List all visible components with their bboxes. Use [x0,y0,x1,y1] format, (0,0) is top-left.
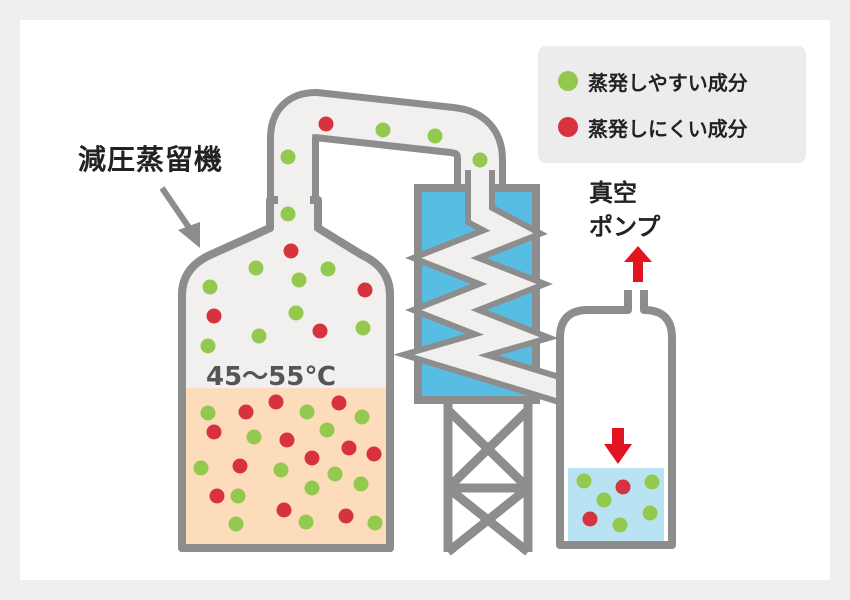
volatile-particle [273,462,289,478]
temperature-label: 45〜55℃ [206,362,336,392]
volatile-particle [200,405,216,421]
nonvolatile-particle [206,424,222,440]
volatile-particle [304,480,320,496]
volatile-particle [248,260,264,276]
nonvolatile-particle [279,432,295,448]
legend-label: 蒸発しにくい成分 [588,116,748,141]
nonvolatile-particle [366,446,382,462]
drip-arrow-icon [604,428,632,464]
condenser-coil [393,170,631,430]
volatile-particle [280,149,296,165]
volatile-particle [319,422,335,438]
pump-arrow-icon [624,246,652,282]
legend-item-nonvolatile: 蒸発しにくい成分 [558,112,748,142]
nonvolatile-particle [238,404,254,420]
nonvolatile-particle [357,282,373,298]
particles [193,116,660,533]
volatile-particle [299,404,315,420]
volatile-particle [576,473,592,489]
volatile-particle [193,460,209,476]
nonvolatile-particle [582,511,598,527]
nonvolatile-particle [276,502,292,518]
volatile-particle [200,338,216,354]
legend-item-volatile: 蒸発しやすい成分 [558,66,748,96]
volatile-particle [355,320,371,336]
volatile-particle [472,152,488,168]
volatile-particle [596,492,612,508]
nonvolatile-particle [232,458,248,474]
volatile-particle [291,272,307,288]
volatile-particle [230,488,246,504]
vapor-pipe [267,89,506,235]
legend: 蒸発しやすい成分 蒸発しにくい成分 [538,46,806,163]
nonvolatile-particle [338,508,354,524]
volatile-particle [427,128,443,144]
condenser-stand [443,398,533,556]
volatile-particle [612,517,628,533]
nonvolatile-particle [283,243,299,259]
pump-label-line1: 真空 [589,179,637,207]
pump-label-line2: ポンプ [589,213,661,241]
volatile-particle [320,261,336,277]
volatile-particle [367,515,383,531]
volatile-particle [327,466,343,482]
volatile-particle [298,514,314,530]
volatile-particle [644,474,660,490]
receiver-vessel [556,290,676,549]
nonvolatile-particle [206,308,222,324]
volatile-particle [280,206,296,222]
volatile-particle [353,476,369,492]
red-dot-icon [558,117,578,137]
volatile-particle [251,328,267,344]
nonvolatile-particle [341,440,357,456]
nonvolatile-particle [304,450,320,466]
volatile-particle [228,516,244,532]
nonvolatile-particle [615,479,631,495]
nonvolatile-particle [318,116,334,132]
legend-label: 蒸発しやすい成分 [588,70,748,95]
nonvolatile-particle [209,488,225,504]
nonvolatile-particle [312,323,328,339]
volatile-particle [246,429,262,445]
title-label: 減圧蒸留機 [78,143,224,176]
volatile-particle [354,409,370,425]
volatile-particle [375,122,391,138]
volatile-particle [288,305,304,321]
pointer-arrow [159,186,200,248]
vacuum-pump-label: 真空 ポンプ [589,176,660,244]
volatile-particle [202,279,218,295]
volatile-particle [642,505,658,521]
nonvolatile-particle [331,395,347,411]
green-dot-icon [558,71,578,91]
nonvolatile-particle [268,394,284,410]
